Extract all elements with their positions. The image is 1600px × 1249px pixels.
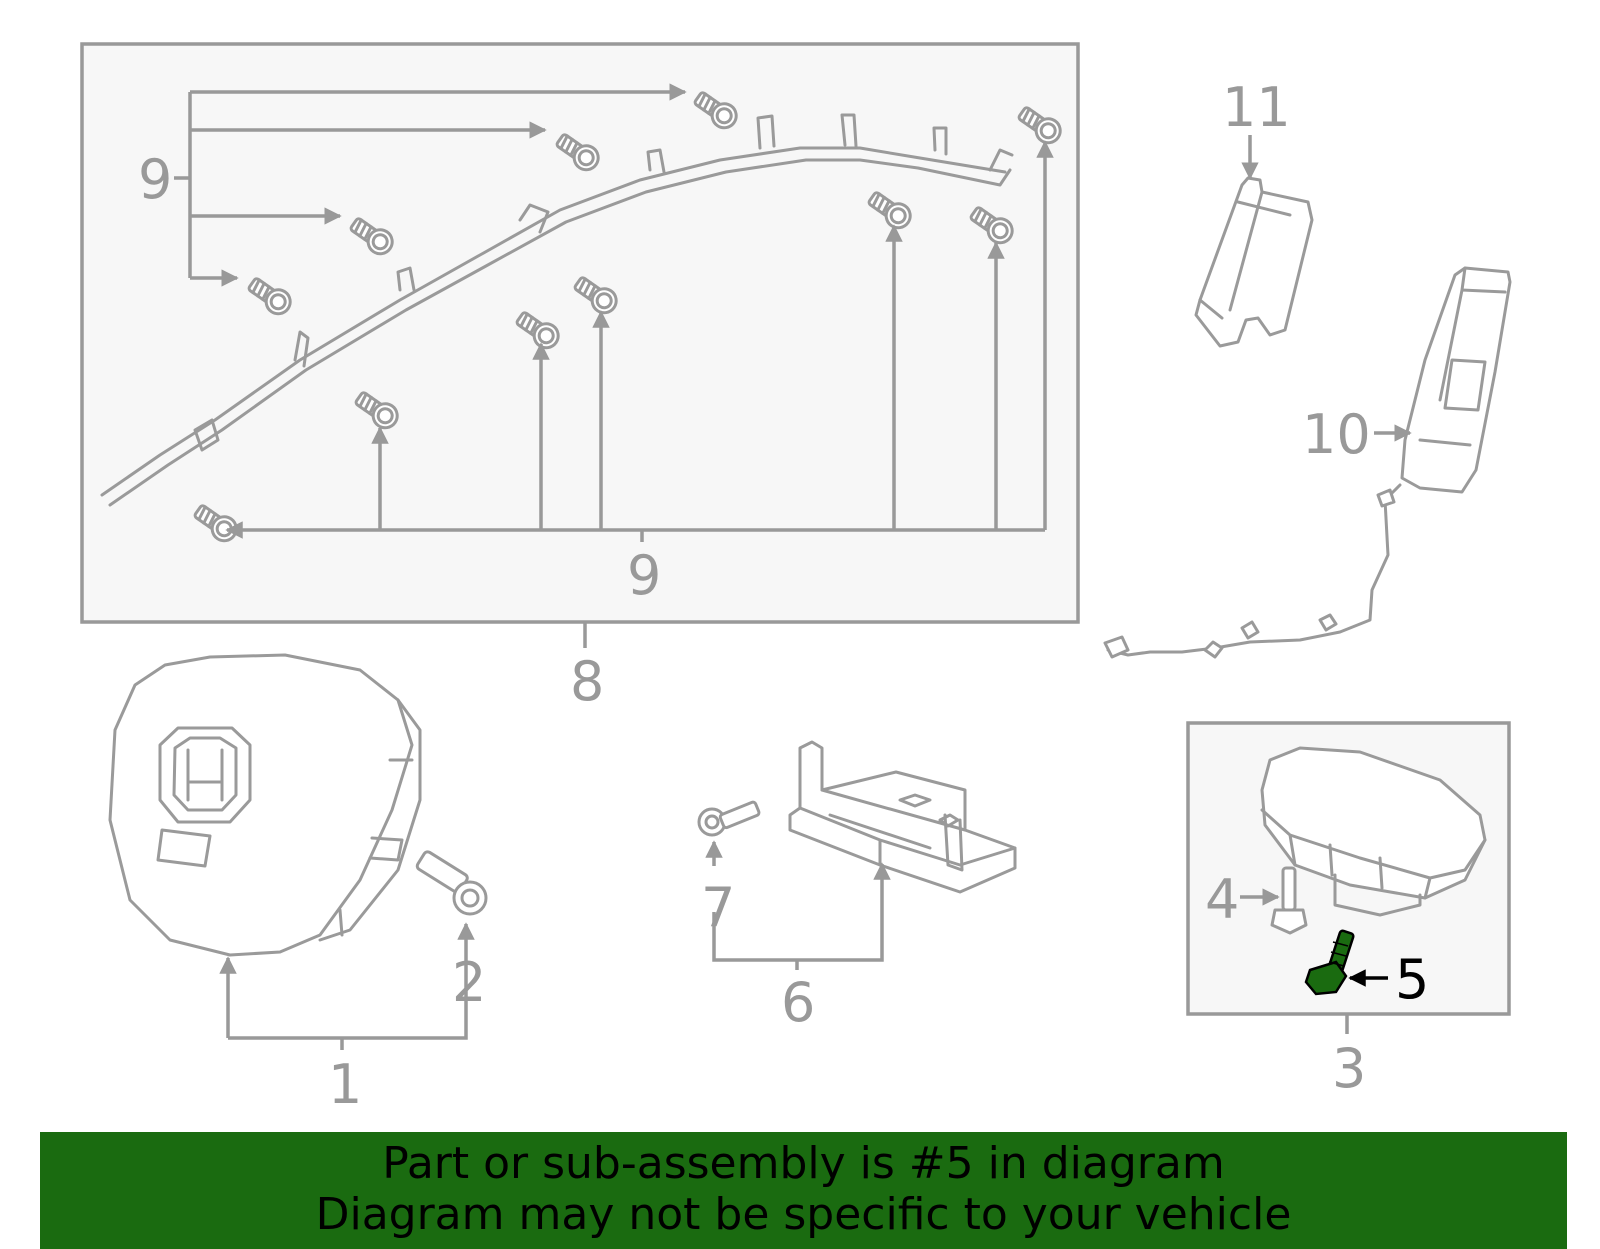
callout-10: 10 (1302, 403, 1371, 466)
callout-9-lower: 9 (627, 544, 661, 607)
callout-4: 4 (1205, 868, 1239, 931)
part-11-knee-airbag-cover[interactable] (1194, 176, 1314, 348)
box-passenger-airbag: 4 5 (1186, 721, 1511, 1016)
callout-2: 2 (452, 951, 486, 1014)
banner-line-2: Diagram may not be specific to your vehi… (315, 1189, 1292, 1240)
part-4-bolt[interactable] (1270, 866, 1308, 935)
callout-11: 11 (1222, 76, 1291, 139)
callout-5: 5 (1395, 948, 1429, 1011)
part-6-bracket[interactable] (788, 740, 1017, 894)
callout-3: 3 (1332, 1037, 1366, 1100)
part-2-bolt[interactable] (415, 850, 488, 916)
part-3-passenger-airbag-module[interactable] (1260, 746, 1487, 917)
curtain-airbag-rail[interactable] (100, 146, 1012, 507)
callout-8: 8 (570, 650, 604, 713)
callout-7: 7 (701, 876, 735, 939)
callout-9-upper: 9 (138, 148, 172, 211)
callout-6: 6 (781, 971, 815, 1034)
part-5-bolt-highlighted[interactable] (1304, 929, 1355, 996)
part-1-driver-airbag-module[interactable] (108, 653, 422, 957)
info-banner: Part or sub-assembly is #5 in diagram Di… (40, 1132, 1567, 1249)
part-7-screw[interactable] (697, 800, 761, 837)
banner-line-1: Part or sub-assembly is #5 in diagram (382, 1138, 1225, 1189)
box-curtain-airbag: 9 9 (80, 42, 1080, 624)
callout-1: 1 (328, 1053, 362, 1116)
part-10-side-airbag[interactable] (1103, 266, 1512, 659)
